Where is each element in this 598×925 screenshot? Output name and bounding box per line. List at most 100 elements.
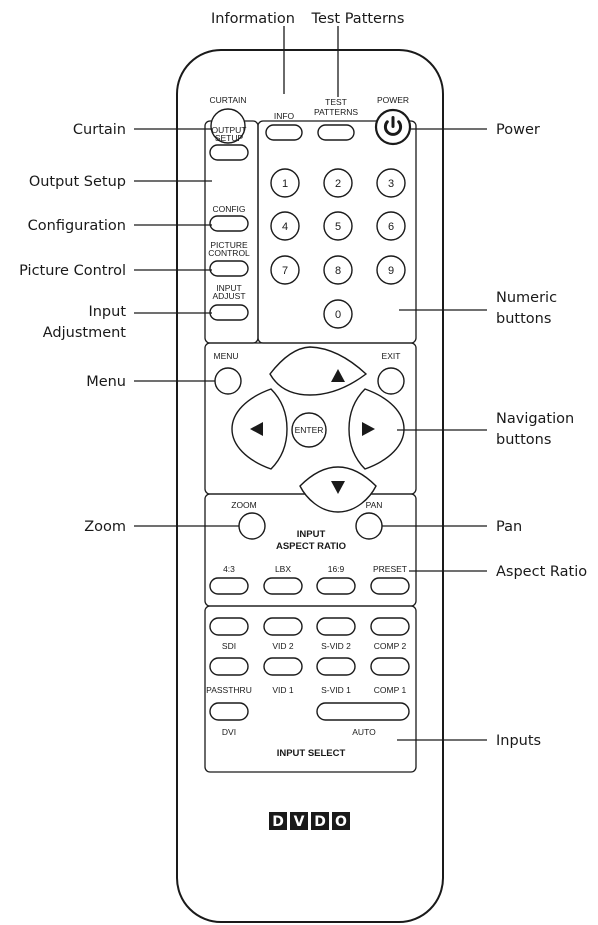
power-icon (383, 116, 403, 136)
arrow-up-icon (331, 369, 345, 382)
digit-7-button[interactable] (270, 255, 300, 285)
arrow-right-icon (362, 422, 375, 436)
callout-navigation-line-1: Navigation (496, 411, 574, 427)
digit-0-label: 0 (335, 309, 341, 321)
input-comp2-button[interactable] (370, 617, 410, 636)
aspect-16-9-button[interactable] (316, 577, 356, 595)
digit-0-button[interactable] (323, 299, 353, 329)
input-auto-button[interactable] (316, 702, 410, 721)
input-adjust-button[interactable] (209, 304, 249, 321)
test-patterns-label-1: TEST (325, 97, 347, 107)
nav-right-button[interactable] (348, 388, 405, 470)
input-select-title: INPUT SELECT (277, 748, 346, 759)
callout-picture-control: Picture Control (19, 263, 126, 279)
callout-inputs: Inputs (496, 733, 541, 749)
digit-9-label: 9 (388, 265, 394, 277)
digit-2-button[interactable] (323, 168, 353, 198)
aspect-preset-button[interactable] (370, 577, 410, 595)
callout-aspect-ratio: Aspect Ratio (496, 564, 587, 580)
digit-2-label: 2 (335, 178, 341, 190)
input-dvi-label: DVI (222, 727, 236, 737)
zoom-label: ZOOM (231, 500, 257, 510)
picture-control-label-1: PICTURE (210, 240, 248, 250)
callout-input-adjustment-line-1: Input (88, 304, 126, 320)
input-comp1-button[interactable] (370, 657, 410, 676)
digit-5-label: 5 (335, 221, 341, 233)
aspect-lbx-button[interactable] (263, 577, 303, 595)
callout-pan: Pan (496, 519, 522, 535)
exit-button[interactable] (377, 367, 405, 395)
nav-up-button[interactable] (269, 346, 368, 396)
arrow-down-icon (331, 481, 345, 494)
pan-label: PAN (366, 500, 383, 510)
callout-output-setup: Output Setup (29, 174, 126, 190)
arrow-left-icon (250, 422, 263, 436)
aspect-16-9-label: 16:9 (328, 564, 345, 574)
digit-1-button[interactable] (270, 168, 300, 198)
menu-button[interactable] (214, 367, 242, 395)
input-vid1-button[interactable] (263, 657, 303, 676)
input-adjust-label-1: INPUT (216, 283, 242, 293)
config-label: CONFIG (212, 204, 245, 214)
output-setup-label-1: OUTPUT (212, 125, 247, 135)
aspect-title-line-2: ASPECT RATIO (276, 541, 346, 552)
input-vid2-label: VID 2 (272, 641, 294, 651)
digit-7-label: 7 (282, 265, 288, 277)
input-svid2-button[interactable] (316, 617, 356, 636)
input-passthru-label: PASSTHRU (206, 685, 252, 695)
output-setup-label-2: SETUP (215, 133, 244, 143)
callout-menu: Menu (86, 374, 126, 390)
picture-control-button[interactable] (209, 260, 249, 277)
output-setup-button[interactable] (209, 144, 249, 161)
config-button[interactable] (209, 215, 249, 232)
aspect-preset-label: PRESET (373, 564, 407, 574)
input-sdi-label: SDI (222, 641, 236, 651)
digit-5-button[interactable] (323, 211, 353, 241)
callout-zoom: Zoom (84, 519, 126, 535)
input-sdi-button[interactable] (209, 617, 249, 636)
digit-9-button[interactable] (376, 255, 406, 285)
logo-letter-3: D (314, 814, 326, 830)
aspect-title-line-1: INPUT (297, 529, 326, 540)
input-adjust-label-2: ADJUST (212, 291, 245, 301)
digit-4-button[interactable] (270, 211, 300, 241)
digit-4-label: 4 (282, 221, 288, 233)
callout-numeric-line-2: buttons (496, 311, 551, 327)
power-label: POWER (377, 95, 409, 105)
pan-button[interactable] (355, 512, 383, 540)
digit-1-label: 1 (282, 178, 288, 190)
input-passthru-button[interactable] (209, 657, 249, 676)
digit-3-button[interactable] (376, 168, 406, 198)
input-select-panel (204, 605, 417, 773)
input-svid1-button[interactable] (316, 657, 356, 676)
enter-button[interactable] (291, 412, 327, 448)
callout-information: Information (211, 11, 295, 27)
menu-label: MENU (213, 351, 238, 361)
zoom-button[interactable] (238, 512, 266, 540)
callout-configuration: Configuration (28, 218, 126, 234)
input-vid2-button[interactable] (263, 617, 303, 636)
callout-numeric-line-1: Numeric (496, 290, 557, 306)
test-patterns-label-2: PATTERNS (314, 107, 358, 117)
callout-input-adjustment-line-2: Adjustment (43, 325, 127, 341)
info-label: INFO (274, 111, 295, 121)
logo-letter-4: O (335, 814, 347, 830)
digit-8-button[interactable] (323, 255, 353, 285)
digit-6-label: 6 (388, 221, 394, 233)
digit-6-button[interactable] (376, 211, 406, 241)
input-vid1-label: VID 1 (272, 685, 294, 695)
curtain-button[interactable] (210, 108, 246, 144)
callout-test-patterns: Test Patterns (311, 11, 405, 27)
callout-curtain: Curtain (73, 122, 126, 138)
exit-label: EXIT (382, 351, 401, 361)
aspect-4-3-label: 4:3 (223, 564, 235, 574)
picture-control-label-2: CONTROL (208, 248, 250, 258)
aspect-4-3-button[interactable] (209, 577, 249, 595)
logo-letter-2: V (294, 814, 305, 830)
input-svid2-label: S-VID 2 (321, 641, 351, 651)
test-patterns-button[interactable] (317, 124, 355, 141)
info-button[interactable] (265, 124, 303, 141)
input-svid1-label: S-VID 1 (321, 685, 351, 695)
input-dvi-button[interactable] (209, 702, 249, 721)
